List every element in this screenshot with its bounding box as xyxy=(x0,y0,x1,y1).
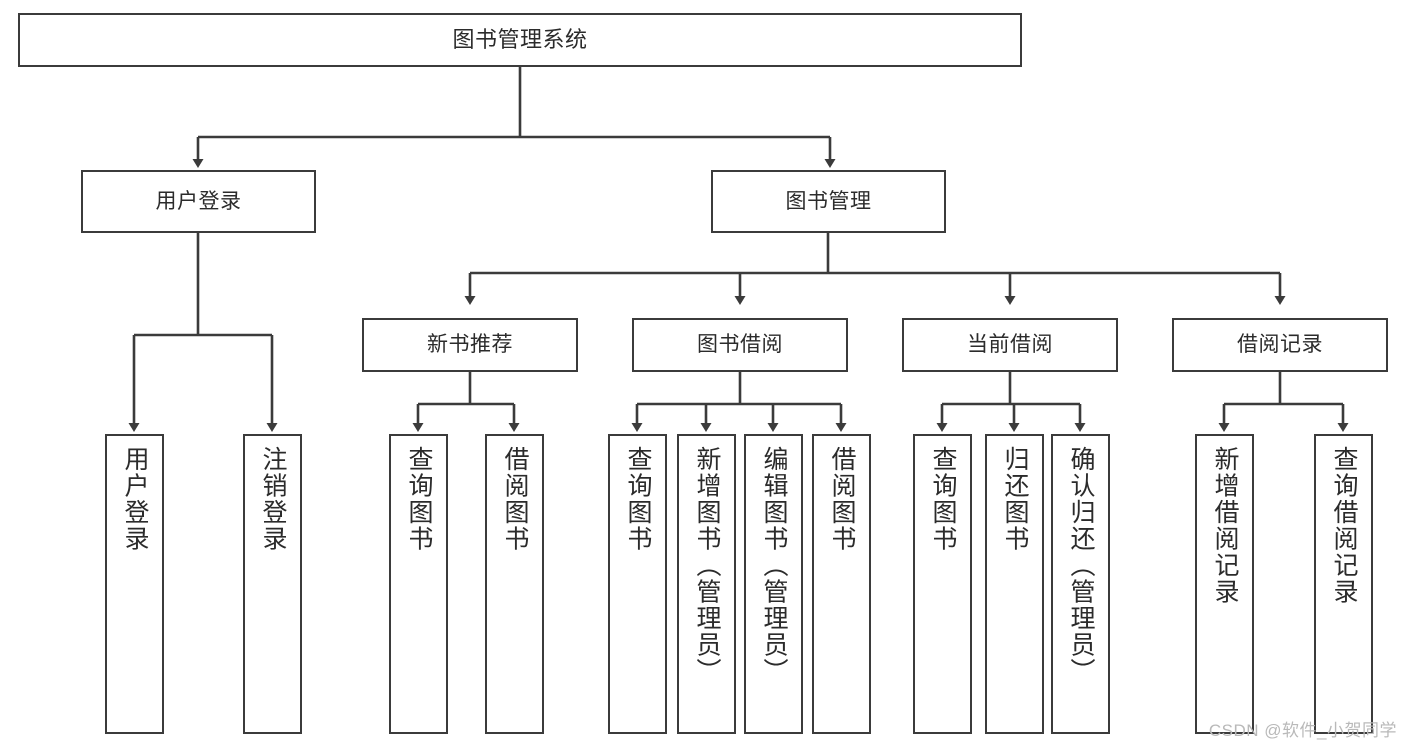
node-label: 编辑图书（管理员） xyxy=(760,446,788,685)
node-label: 确认归还（管理员） xyxy=(1067,446,1095,685)
node-label: 查询图书 xyxy=(405,446,433,552)
node-label: 图书管理系统 xyxy=(452,26,588,52)
node-label: 新增图书（管理员） xyxy=(693,446,721,685)
leaf-user-login[interactable]: 用户登录 xyxy=(105,434,164,734)
node-current-borrow[interactable]: 当前借阅 xyxy=(902,318,1118,372)
leaf-add-book-admin[interactable]: 新增图书（管理员） xyxy=(677,434,736,734)
node-label: 查询图书 xyxy=(929,446,957,552)
node-root-book-management-system[interactable]: 图书管理系统 xyxy=(18,13,1022,67)
node-book-management[interactable]: 图书管理 xyxy=(711,170,946,233)
leaf-query-borrow-record[interactable]: 查询借阅记录 xyxy=(1314,434,1373,734)
node-label: 用户登录 xyxy=(155,189,242,213)
leaf-query-book-borrow[interactable]: 查询图书 xyxy=(608,434,667,734)
node-label: 借阅记录 xyxy=(1237,333,1323,357)
node-label: 用户登录 xyxy=(121,446,149,552)
leaf-add-borrow-record[interactable]: 新增借阅记录 xyxy=(1195,434,1254,734)
node-label: 当前借阅 xyxy=(967,333,1053,357)
leaf-query-book-recommend[interactable]: 查询图书 xyxy=(389,434,448,734)
node-label: 借阅图书 xyxy=(828,446,856,552)
node-label: 图书管理 xyxy=(785,189,872,213)
node-label: 图书借阅 xyxy=(697,333,783,357)
node-label: 借阅图书 xyxy=(501,446,529,552)
node-label: 新增借阅记录 xyxy=(1211,446,1239,605)
leaf-borrow-book-recommend[interactable]: 借阅图书 xyxy=(485,434,544,734)
leaf-return-book[interactable]: 归还图书 xyxy=(985,434,1044,734)
node-user-login[interactable]: 用户登录 xyxy=(81,170,316,233)
node-new-book-recommend[interactable]: 新书推荐 xyxy=(362,318,578,372)
node-label: 归还图书 xyxy=(1001,446,1029,552)
node-book-borrow[interactable]: 图书借阅 xyxy=(632,318,848,372)
leaf-borrow-book[interactable]: 借阅图书 xyxy=(812,434,871,734)
leaf-confirm-return-admin[interactable]: 确认归还（管理员） xyxy=(1051,434,1110,734)
csdn-watermark: CSDN @软件_小贺同学 xyxy=(1208,721,1397,740)
node-label: 查询借阅记录 xyxy=(1330,446,1358,605)
node-label: 新书推荐 xyxy=(427,333,513,357)
node-borrow-record[interactable]: 借阅记录 xyxy=(1172,318,1388,372)
leaf-logout-login[interactable]: 注销登录 xyxy=(243,434,302,734)
node-label: 注销登录 xyxy=(259,446,287,552)
leaf-edit-book-admin[interactable]: 编辑图书（管理员） xyxy=(744,434,803,734)
node-label: 查询图书 xyxy=(624,446,652,552)
leaf-query-book-current[interactable]: 查询图书 xyxy=(913,434,972,734)
